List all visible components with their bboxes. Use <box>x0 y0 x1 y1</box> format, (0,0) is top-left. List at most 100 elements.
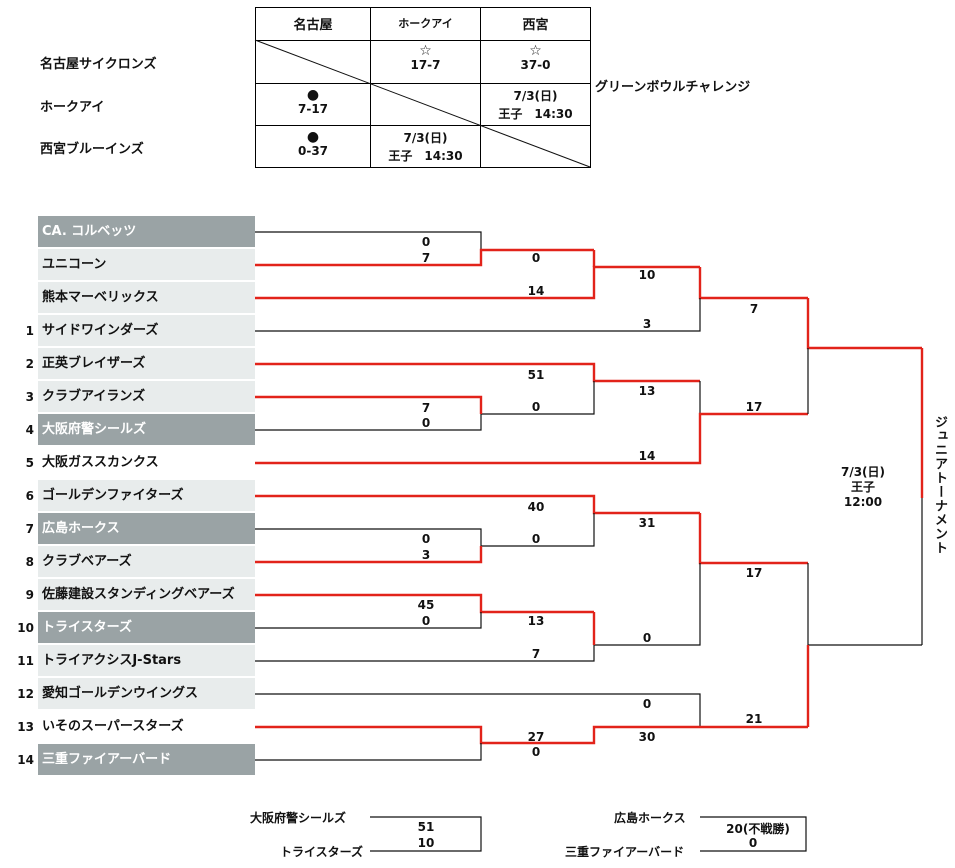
score: 13 <box>527 614 545 628</box>
score: 21 <box>745 712 763 726</box>
loss-dot-icon: ● <box>306 129 320 145</box>
score: 13 <box>638 384 656 398</box>
score: 45 <box>417 598 435 612</box>
extra-game-team: 大阪府警シールズ <box>250 811 347 825</box>
loss-dot-icon: ● <box>306 87 320 103</box>
team-row: 三重ファイアーバード <box>38 744 255 776</box>
win-star-icon: ☆ <box>419 43 432 59</box>
table-border <box>255 125 591 126</box>
schedule-place: 王子 14:30 <box>388 149 463 163</box>
schedule-date: 7/3(日) <box>403 131 448 145</box>
score: 3 <box>421 548 431 562</box>
final-time: 12:00 <box>843 495 883 509</box>
table-border <box>590 7 591 168</box>
result-score: 17-7 <box>410 58 441 72</box>
result-score: 37-0 <box>520 58 551 72</box>
seed-number: 1 <box>25 324 34 338</box>
final-place: 王子 <box>850 480 875 494</box>
team-row: クラブアイランズ <box>38 381 255 413</box>
seed-number: 2 <box>25 357 34 371</box>
team-row: 正英ブレイザーズ <box>38 348 255 380</box>
team-row: クラブベアーズ <box>38 546 255 578</box>
score: 0 <box>642 631 652 645</box>
final-date: 7/3(日) <box>840 465 886 479</box>
score: 7 <box>421 401 431 415</box>
score: 14 <box>527 284 545 298</box>
result-cell: ● 7-17 <box>256 88 370 116</box>
seed-number: 13 <box>17 720 34 734</box>
score: 31 <box>638 516 656 530</box>
team-row: トライスターズ <box>38 612 255 644</box>
seed-number: 14 <box>17 753 34 767</box>
team-row: ユニコーン <box>38 249 255 281</box>
table-border <box>370 7 371 168</box>
score: 0 <box>421 614 431 628</box>
score: 0 <box>421 235 431 249</box>
schedule-place: 王子 14:30 <box>498 107 573 121</box>
table-border <box>480 7 481 168</box>
score: 7 <box>531 647 541 661</box>
team-row: 熊本マーベリックス <box>38 282 255 314</box>
score: 40 <box>527 500 545 514</box>
team-row: 大阪府警シールズ <box>38 414 255 446</box>
row-label: 西宮ブルーインズ <box>40 142 144 157</box>
score: 0 <box>531 532 541 546</box>
table-border <box>255 7 256 168</box>
result-cell: ● 0-37 <box>256 130 370 158</box>
column-header: ホークアイ <box>398 17 453 30</box>
score: 10 <box>638 268 656 282</box>
column-header: 西宮 <box>522 18 549 33</box>
row-label: ホークアイ <box>40 100 105 115</box>
score: 3 <box>642 317 652 331</box>
team-row: サイドワインダーズ <box>38 315 255 347</box>
tournament-title: ジュニアトーナメント <box>932 415 947 555</box>
team-row: CA. コルベッツ <box>38 216 255 248</box>
result-cell: ☆ 37-0 <box>481 44 590 72</box>
schedule-cell: 7/3(日) 王子 14:30 <box>481 87 590 123</box>
row-label: 名古屋サイクロンズ <box>40 57 157 72</box>
score: 0 <box>748 836 758 850</box>
column-header: 名古屋 <box>293 18 333 33</box>
result-cell: ☆ 17-7 <box>371 44 480 72</box>
score: 7 <box>421 251 431 265</box>
score: 17 <box>745 566 763 580</box>
table-border <box>255 7 591 8</box>
extra-game-team: 広島ホークス <box>614 811 686 825</box>
score: 27 <box>527 730 545 744</box>
seed-number: 8 <box>25 555 34 569</box>
team-row: ゴールデンファイターズ <box>38 480 255 512</box>
table-border <box>255 40 591 41</box>
seed-number: 10 <box>17 621 34 635</box>
score: 51 <box>527 368 545 382</box>
team-row: 佐藤建設スタンディングベアーズ <box>38 579 255 611</box>
score: 0 <box>421 416 431 430</box>
seed-number: 7 <box>25 522 34 536</box>
team-row: トライアクシスJ-Stars <box>38 645 255 677</box>
result-score: 0-37 <box>297 144 329 158</box>
seed-number: 11 <box>17 654 34 668</box>
seed-number: 9 <box>25 588 34 602</box>
schedule-date: 7/3(日) <box>513 89 558 103</box>
seed-number: 6 <box>25 489 34 503</box>
table-border <box>255 167 591 168</box>
score: 0 <box>531 400 541 414</box>
result-score: 7-17 <box>297 102 329 116</box>
league-title: グリーンボウルチャレンジ <box>595 80 751 95</box>
score: 7 <box>749 302 759 316</box>
seed-number: 5 <box>25 456 34 470</box>
score: 0 <box>531 745 541 759</box>
extra-game-team: トライスターズ <box>280 845 364 859</box>
table-border <box>255 83 591 84</box>
team-row: いそのスーパースターズ <box>38 711 255 743</box>
team-row: 大阪ガススカンクス <box>38 447 255 479</box>
score: 0 <box>531 251 541 265</box>
schedule-cell: 7/3(日) 王子 14:30 <box>371 129 480 165</box>
final-info: 7/3(日) 王子 12:00 <box>828 465 898 510</box>
team-row: 広島ホークス <box>38 513 255 545</box>
score: 0 <box>642 697 652 711</box>
extra-game-team: 三重ファイアーバード <box>565 845 685 859</box>
score: 20(不戦勝) <box>726 822 790 836</box>
win-star-icon: ☆ <box>529 43 542 59</box>
score: 14 <box>638 449 656 463</box>
